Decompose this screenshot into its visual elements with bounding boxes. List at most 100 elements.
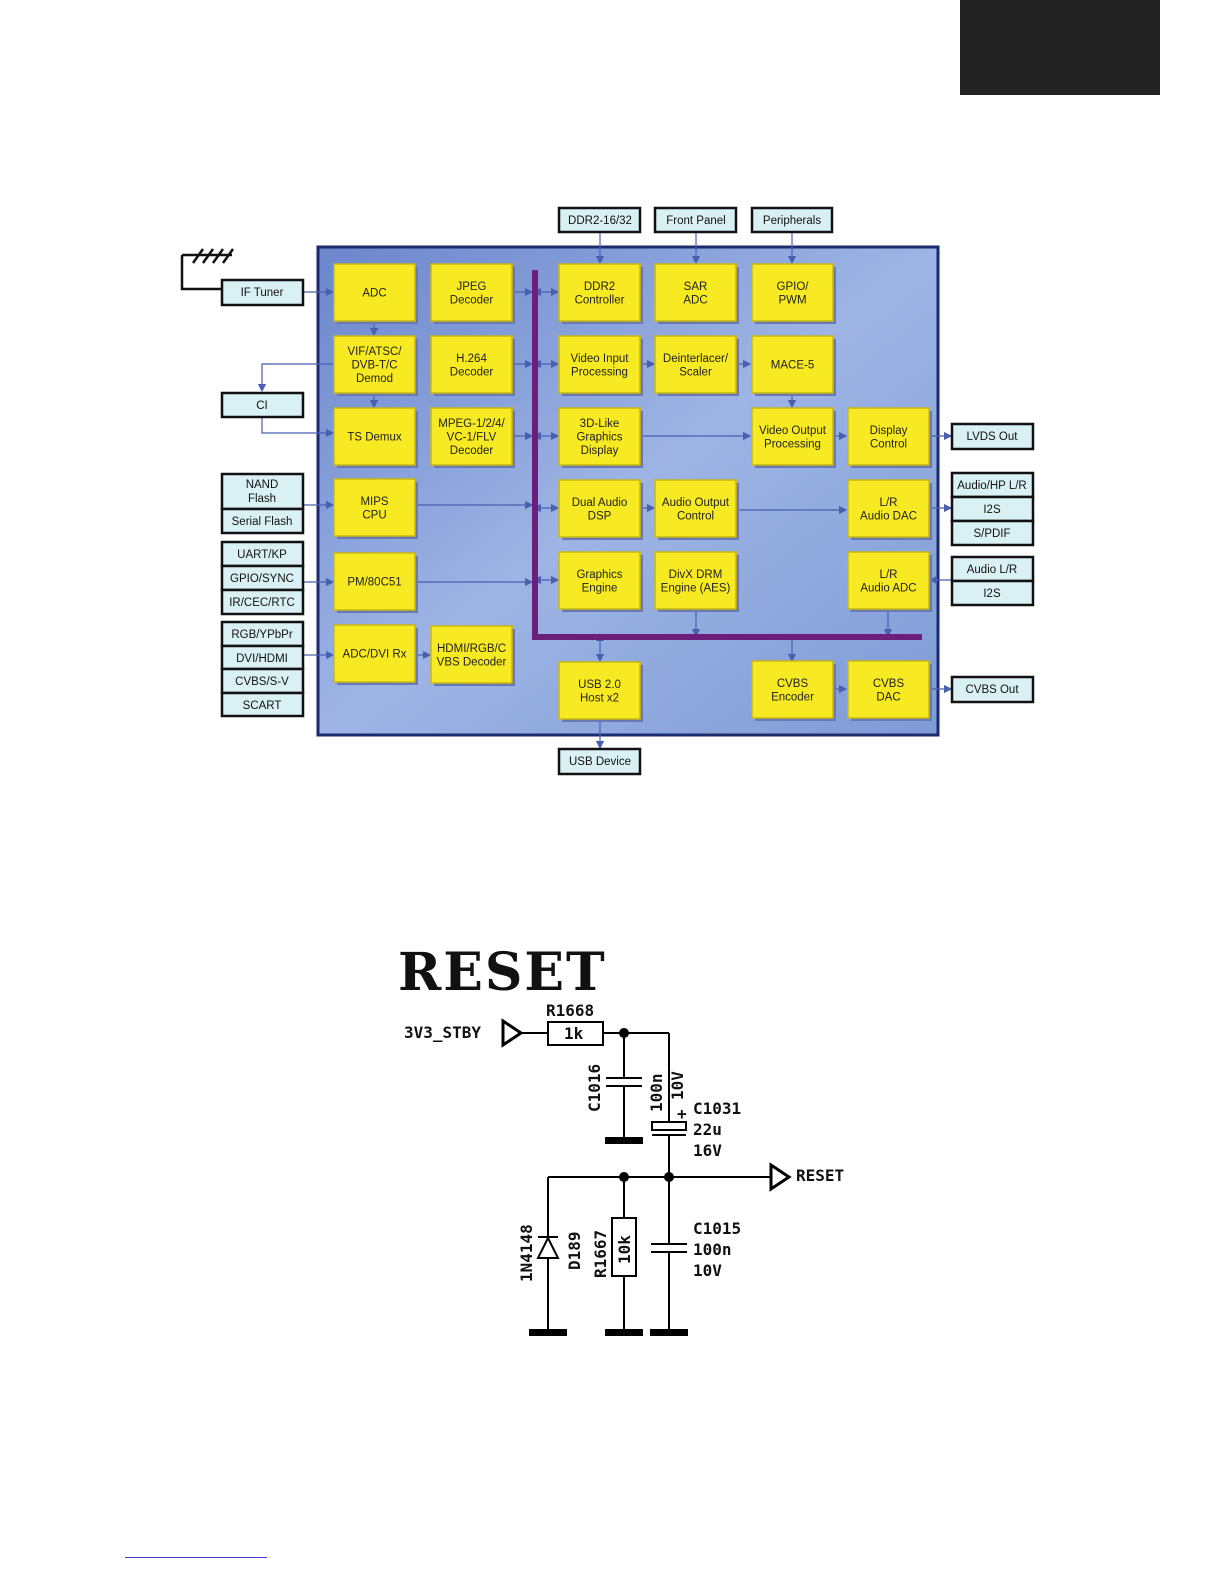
ext-uart-label: UART/KP	[237, 549, 287, 561]
block-rect	[654, 263, 737, 322]
ext-serial-flash	[220, 507, 305, 535]
block-label: CPU	[362, 509, 386, 521]
d189-diode-icon	[536, 1235, 560, 1259]
block-label: DVB-T/C	[352, 360, 398, 372]
ext-ddr2-label: DDR2-16/32	[568, 215, 632, 227]
r1667-ref: R1667	[591, 1230, 610, 1278]
block-label: Encoder	[771, 691, 814, 703]
block-label: DDR2	[584, 281, 615, 293]
block-rect	[558, 551, 641, 610]
block-rect	[751, 407, 834, 466]
ext-if-tuner-label: IF Tuner	[241, 287, 284, 299]
ground-icon	[605, 1329, 643, 1336]
antenna-icon	[180, 248, 235, 291]
ground-icon	[650, 1329, 688, 1336]
ext-ddr2	[557, 206, 642, 234]
ext-scart-label: SCART	[243, 700, 282, 712]
external-interfaces: DDR2-16/32 Front Panel Peripherals IF Tu…	[220, 206, 1035, 776]
block-label: DSP	[588, 510, 612, 522]
chip-block-hdmidec: HDMI/RGB/CVBS Decoder	[430, 625, 515, 686]
block-label: MACE-5	[771, 360, 814, 372]
r1668-value: 1k	[564, 1024, 584, 1043]
c1016-voltage: 10V	[668, 1071, 687, 1100]
block-label: PM/80C51	[347, 577, 401, 589]
ext-serial-flash-label: Serial Flash	[232, 516, 293, 528]
block-label: Audio Output	[662, 497, 730, 509]
block-rect	[333, 624, 416, 683]
ext-usb-device-label: USB Device	[569, 756, 631, 768]
ext-i2s-in	[950, 579, 1035, 607]
ext-nand-flash	[220, 472, 305, 511]
block-label: Graphics	[576, 569, 622, 581]
ground-icon	[605, 1137, 643, 1144]
block-rect	[430, 335, 513, 394]
ext-i2s-out	[950, 495, 1035, 523]
block-label: CVBS	[777, 678, 809, 690]
block-label: Decoder	[450, 294, 494, 306]
internal-bus	[532, 270, 922, 640]
c1031-plus-icon: +	[677, 1104, 687, 1123]
ext-audio-lr-in-label: Audio L/R	[967, 564, 1018, 576]
page-corner-tab	[960, 0, 1160, 95]
block-label: Decoder	[450, 445, 494, 457]
block-label: Display	[870, 425, 908, 437]
block-label: DivX DRM	[669, 569, 723, 581]
r1667-value: 10k	[615, 1235, 634, 1264]
block-rect	[333, 407, 416, 466]
block-label: L/R	[880, 497, 898, 509]
block-label: Controller	[575, 294, 625, 306]
c1016-value: 100n	[647, 1073, 666, 1112]
ext-cvbs-out	[950, 675, 1035, 704]
chip-block-tsdemux: TS Demux	[333, 407, 418, 468]
c1031-capacitor	[651, 1121, 687, 1131]
ext-lvds-out-label: LVDS Out	[967, 431, 1019, 443]
block-label: L/R	[880, 569, 898, 581]
block-label: MIPS	[360, 496, 388, 508]
block-label: Engine	[582, 582, 618, 594]
block-label: Decoder	[450, 366, 494, 378]
ext-audio-hp-label: Audio/HP L/R	[957, 480, 1026, 492]
block-rect	[847, 407, 930, 466]
ext-if-tuner	[220, 278, 305, 307]
block-label: Control	[870, 438, 907, 450]
block-label: Processing	[764, 438, 821, 450]
chip-block-adc: ADC	[333, 263, 418, 324]
block-label: Control	[677, 510, 714, 522]
ext-peripherals-label: Peripherals	[763, 215, 821, 227]
block-rect	[558, 661, 641, 720]
block-label: Video Output	[759, 425, 827, 437]
d189-part: 1N4148	[517, 1224, 536, 1282]
ext-front-panel	[653, 206, 738, 234]
block-rect	[430, 407, 513, 466]
block-label: Audio DAC	[860, 510, 917, 522]
ext-dvi-label: DVI/HDMI	[236, 653, 288, 665]
r1668-ref: R1668	[546, 1001, 594, 1020]
block-rect	[654, 479, 737, 538]
block-rect	[847, 479, 930, 538]
output-port-icon	[769, 1162, 792, 1192]
block-label: SAR	[684, 281, 708, 293]
reset-schematic: RESET 3V3_STBY R1668 1k C1016 100n 10V +…	[398, 942, 844, 1336]
ext-front-panel-label: Front Panel	[666, 215, 725, 227]
block-label: Display	[581, 445, 619, 457]
block-label: VBS Decoder	[437, 656, 507, 668]
block-rect	[558, 407, 641, 466]
ext-cvbs-sv-label: CVBS/S-V	[235, 676, 289, 688]
ext-peripherals	[750, 206, 834, 234]
block-rect	[654, 335, 737, 394]
chip-block-adcdvi: ADC/DVI Rx	[333, 624, 418, 685]
ext-usb-device	[557, 747, 642, 776]
block-rect	[333, 552, 416, 611]
